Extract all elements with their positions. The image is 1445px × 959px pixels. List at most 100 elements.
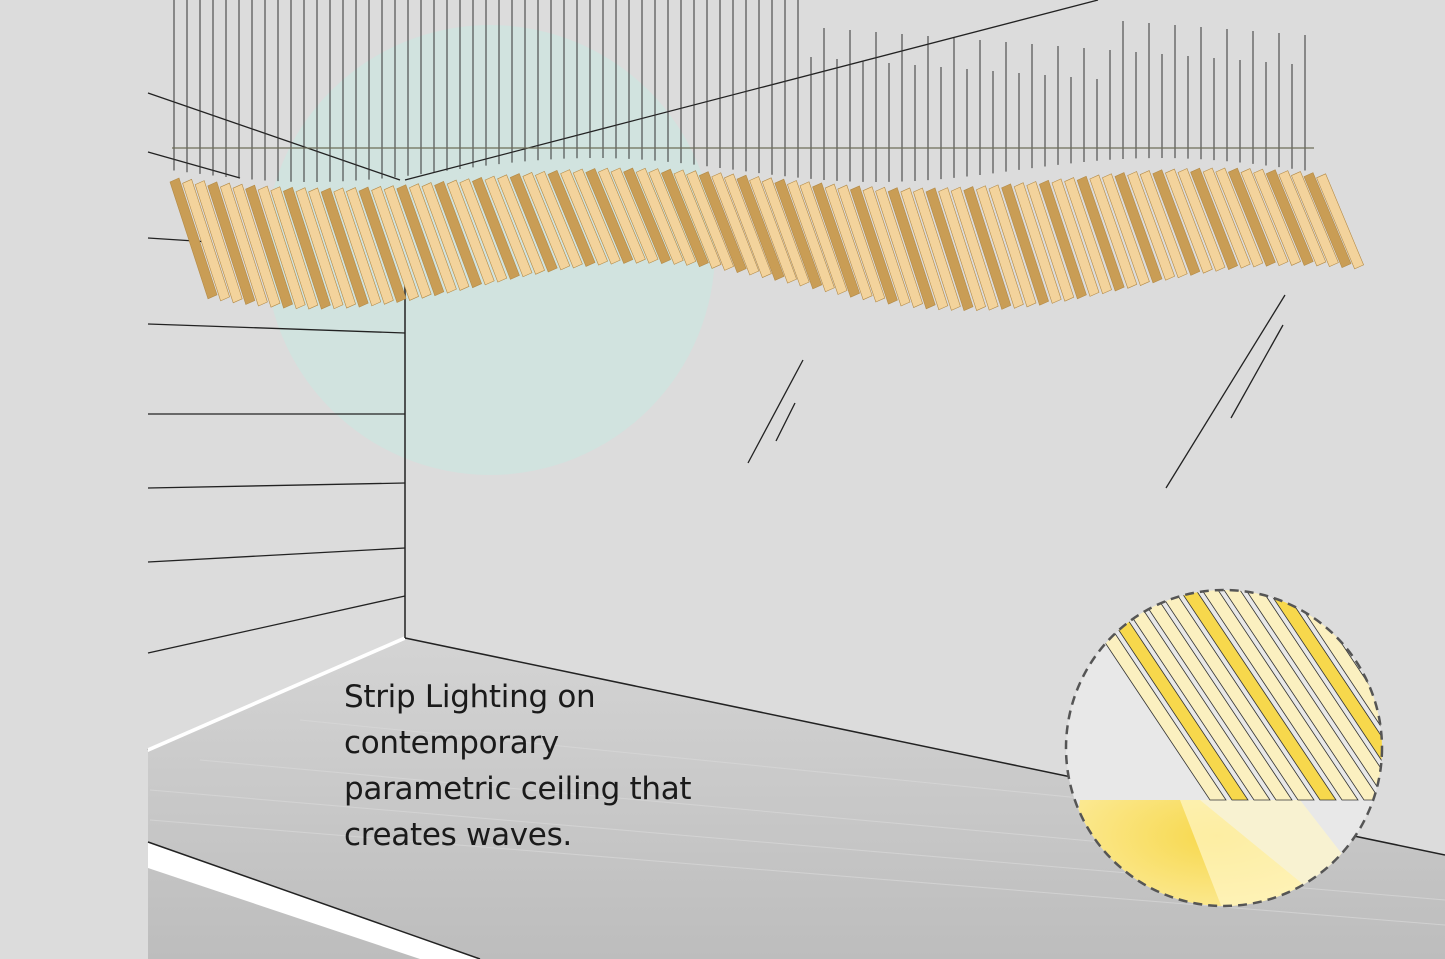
ceiling-slat — [761, 177, 810, 287]
ceiling-slat — [661, 168, 709, 268]
ceiling-slat — [799, 181, 848, 295]
caption-line-4: creates waves. — [344, 817, 572, 853]
ceiling-slat — [1089, 174, 1138, 289]
ceiling-slat — [1013, 182, 1062, 304]
caption-line-1: Strip Lighting on — [344, 679, 596, 715]
ceiling-slat — [560, 169, 608, 266]
detail-slat — [1115, 590, 1293, 801]
ceiling-slat — [976, 185, 1024, 309]
glass-reflection-lines — [747, 294, 1286, 489]
ceiling-slat — [736, 174, 785, 281]
ceiling-slat — [245, 184, 293, 309]
ceiling-slat — [383, 185, 432, 299]
ceiling-slat — [686, 170, 734, 271]
ceiling-slat — [711, 172, 760, 276]
ceiling-slat — [648, 168, 697, 266]
ceiling-slat — [1190, 167, 1238, 270]
floor — [148, 638, 1445, 959]
ceiling-slat — [875, 186, 923, 308]
ceiling-slat — [963, 186, 1012, 310]
ceiling-slat — [1152, 169, 1201, 276]
ceiling-slat — [320, 187, 369, 308]
ceiling-slat — [459, 178, 508, 283]
floor-edge-line — [147, 841, 481, 959]
ceiling-slat — [1039, 179, 1087, 300]
ceiling-slat — [396, 184, 445, 297]
ceiling-slat — [610, 167, 659, 264]
ceiling-slat — [988, 184, 1037, 308]
ceiling-slat — [1215, 167, 1264, 268]
ceiling-slat — [1114, 172, 1163, 284]
ceiling-slat — [1102, 173, 1150, 286]
ceiling-slat — [887, 187, 936, 310]
ceiling-slat — [295, 187, 344, 310]
ceiling-slat — [598, 167, 646, 264]
ceiling-slat — [1303, 172, 1352, 269]
detail-slat — [1181, 590, 1359, 801]
ceiling-slat — [358, 186, 407, 303]
ceiling-slat — [572, 168, 621, 265]
ceiling-slat — [333, 187, 382, 307]
ceiling-slat — [812, 182, 860, 298]
ceiling-slat — [913, 187, 961, 311]
ceiling-slat — [1228, 167, 1276, 267]
ceiling-slat — [283, 186, 331, 310]
ceiling-slat — [535, 170, 583, 269]
ceiling-slat — [308, 187, 356, 309]
ceiling-slat — [1165, 168, 1213, 274]
ceiling-slat — [824, 183, 873, 301]
left-wall-lines — [147, 0, 1099, 654]
ceiling-slat — [547, 170, 596, 267]
ceiling-slat — [409, 183, 457, 294]
detail-slat — [1159, 590, 1337, 801]
ceiling-slat — [724, 173, 772, 278]
ceiling-slat — [1278, 170, 1327, 267]
ceiling-slat — [787, 180, 835, 293]
ceiling-slat — [698, 171, 747, 273]
detail-slat — [1137, 590, 1315, 801]
ceiling-slat — [232, 183, 281, 308]
ceiling-slat — [938, 187, 986, 311]
ceiling-slat — [862, 186, 911, 307]
floor-left-white — [148, 636, 405, 752]
ceiling-slat — [522, 172, 571, 271]
ceiling-slat — [925, 187, 974, 312]
ceiling-slat — [484, 175, 533, 278]
ceiling-slat — [1202, 167, 1251, 269]
ceiling-slat — [1001, 183, 1049, 306]
ceiling-slat — [850, 185, 898, 305]
ceiling-slat — [749, 176, 797, 284]
ceiling-slat — [1026, 181, 1075, 302]
ceiling-slat — [950, 186, 999, 311]
ceiling-slat — [497, 174, 545, 275]
caption-text: Strip Lighting on contemporary parametri… — [344, 674, 744, 858]
detail-slat — [1225, 590, 1382, 801]
ceiling-slat — [270, 186, 319, 310]
ceiling-slat — [1127, 171, 1175, 281]
ceiling-slat — [257, 185, 306, 310]
ceiling-slat — [421, 182, 470, 291]
ceiling-slat — [472, 177, 520, 280]
detail-slat — [1269, 590, 1382, 801]
ceiling-slat — [1051, 178, 1100, 297]
ceiling-slat — [220, 182, 268, 307]
caption-line-2: contemporary — [344, 725, 559, 761]
ceiling-slat — [1265, 169, 1314, 266]
detail-slat — [1247, 590, 1382, 801]
ceiling-slat — [1316, 173, 1364, 270]
ceiling-slat — [434, 180, 482, 289]
wave-ceiling-slats — [169, 167, 1364, 312]
ceiling-slat — [837, 184, 886, 303]
ceiling-slat — [1291, 171, 1339, 268]
ceiling-slat — [346, 187, 394, 305]
ceiling-slat — [1240, 168, 1289, 267]
ceiling-slat — [1253, 168, 1301, 266]
caption-line-3: parametric ceiling that — [344, 771, 692, 807]
ceiling-slat — [774, 178, 823, 290]
ceiling-slat — [1076, 175, 1125, 292]
ceiling-slat — [207, 181, 256, 305]
ceiling-slat — [635, 167, 684, 265]
ceiling-slat — [194, 180, 243, 304]
ceiling-slat — [169, 177, 218, 300]
